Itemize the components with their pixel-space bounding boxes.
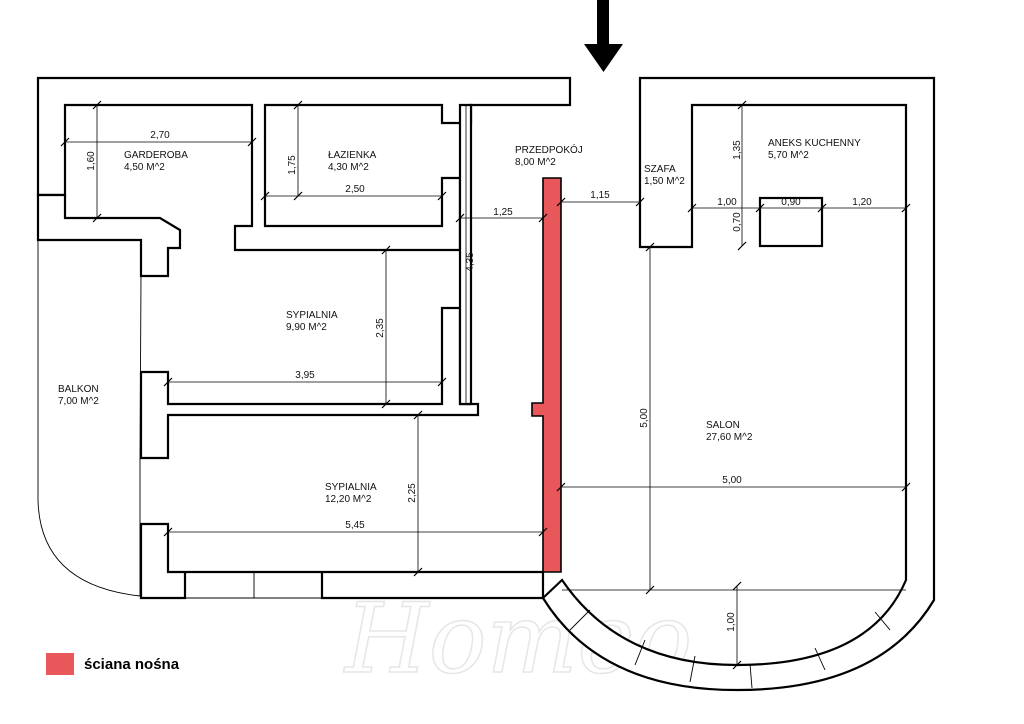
dim-corridor-height: 4,35 [465, 252, 476, 272]
arrow-down-icon [584, 0, 623, 72]
svg-text:SALON: SALON [706, 420, 740, 431]
dim-garderoba-height: 1,60 [86, 151, 97, 171]
wall-bottom-left [139, 522, 545, 600]
wall-corridor-right [458, 103, 473, 406]
svg-text:12,20 M^2: 12,20 M^2 [325, 494, 372, 505]
svg-text:SYPIALNIA: SYPIALNIA [286, 310, 338, 321]
dim-bay-depth: 1,00 [726, 612, 737, 632]
svg-text:4,30 M^2: 4,30 M^2 [328, 162, 369, 173]
legend-label: ściana nośna [84, 655, 180, 673]
svg-text:ANEKS KUCHENNY: ANEKS KUCHENNY [768, 138, 861, 149]
dim-salon-height: 5,00 [639, 408, 650, 428]
watermark: Homeo [343, 583, 692, 695]
svg-text:8,00 M^2: 8,00 M^2 [515, 157, 556, 168]
room-balkon: BALKON 7,00 M^2 [58, 384, 99, 407]
kitchen-island [758, 196, 824, 248]
dim-bedroom1-height: 2,35 [375, 318, 386, 338]
dim-corridor-width: 1,25 [493, 207, 513, 218]
dim-salon-width: 5,00 [722, 475, 742, 486]
svg-text:7,00 M^2: 7,00 M^2 [58, 396, 99, 407]
legend: ściana nośna [46, 653, 179, 675]
dim-bedroom1-width: 3,95 [295, 370, 315, 381]
room-sypialnia-1: SYPIALNIA 9,90 M^2 [286, 310, 338, 333]
room-szafa: SZAFA 1,50 M^2 [644, 164, 685, 187]
wall-left-column [36, 193, 182, 278]
room-sypialnia-2: SYPIALNIA 12,20 M^2 [325, 482, 377, 505]
dim-lazienka-width: 2,50 [345, 184, 365, 195]
dim-island-height: 0,70 [732, 212, 743, 232]
dim-bedroom2-width: 5,45 [345, 520, 365, 531]
svg-text:GARDEROBA: GARDEROBA [124, 150, 188, 161]
load-bearing-wall [531, 177, 562, 573]
dim-kitchen-left: 1,00 [717, 197, 737, 208]
dim-kitchen-right: 1,20 [852, 197, 872, 208]
svg-text:5,70 M^2: 5,70 M^2 [768, 150, 809, 161]
dim-garderoba-width: 2,70 [150, 130, 170, 141]
dim-szafa-offset: 1,15 [590, 190, 610, 201]
dimension-lines [60, 100, 911, 670]
legend-swatch [46, 653, 74, 675]
dim-bedroom2-height: 2,25 [407, 483, 418, 503]
dim-lazienka-height: 1,75 [287, 155, 298, 175]
room-aneks-kuchenny: ANEKS KUCHENNY 5,70 M^2 [768, 138, 861, 161]
svg-text:9,90 M^2: 9,90 M^2 [286, 322, 327, 333]
wall-right-outer [541, 76, 936, 692]
svg-text:BALKON: BALKON [58, 384, 99, 395]
room-garderoba: GARDEROBA 4,50 M^2 [124, 150, 188, 173]
dim-kitchen-height: 1,35 [732, 140, 743, 160]
svg-text:SYPIALNIA: SYPIALNIA [325, 482, 377, 493]
room-lazienka: ŁAZIENKA 4,30 M^2 [328, 150, 377, 173]
svg-text:ŁAZIENKA: ŁAZIENKA [328, 150, 377, 161]
svg-text:27,60 M^2: 27,60 M^2 [706, 432, 753, 443]
svg-text:PRZEDPOKÓJ: PRZEDPOKÓJ [515, 143, 583, 156]
window-bottom [185, 572, 322, 599]
svg-text:1,50 M^2: 1,50 M^2 [644, 176, 685, 187]
svg-text:SZAFA: SZAFA [644, 164, 676, 175]
svg-text:4,50 M^2: 4,50 M^2 [124, 162, 165, 173]
room-przedpokoj: PRZEDPOKÓJ 8,00 M^2 [515, 143, 583, 168]
dim-island-width: 0,90 [781, 197, 801, 208]
bay-window [569, 609, 891, 689]
room-salon: SALON 27,60 M^2 [706, 420, 753, 443]
